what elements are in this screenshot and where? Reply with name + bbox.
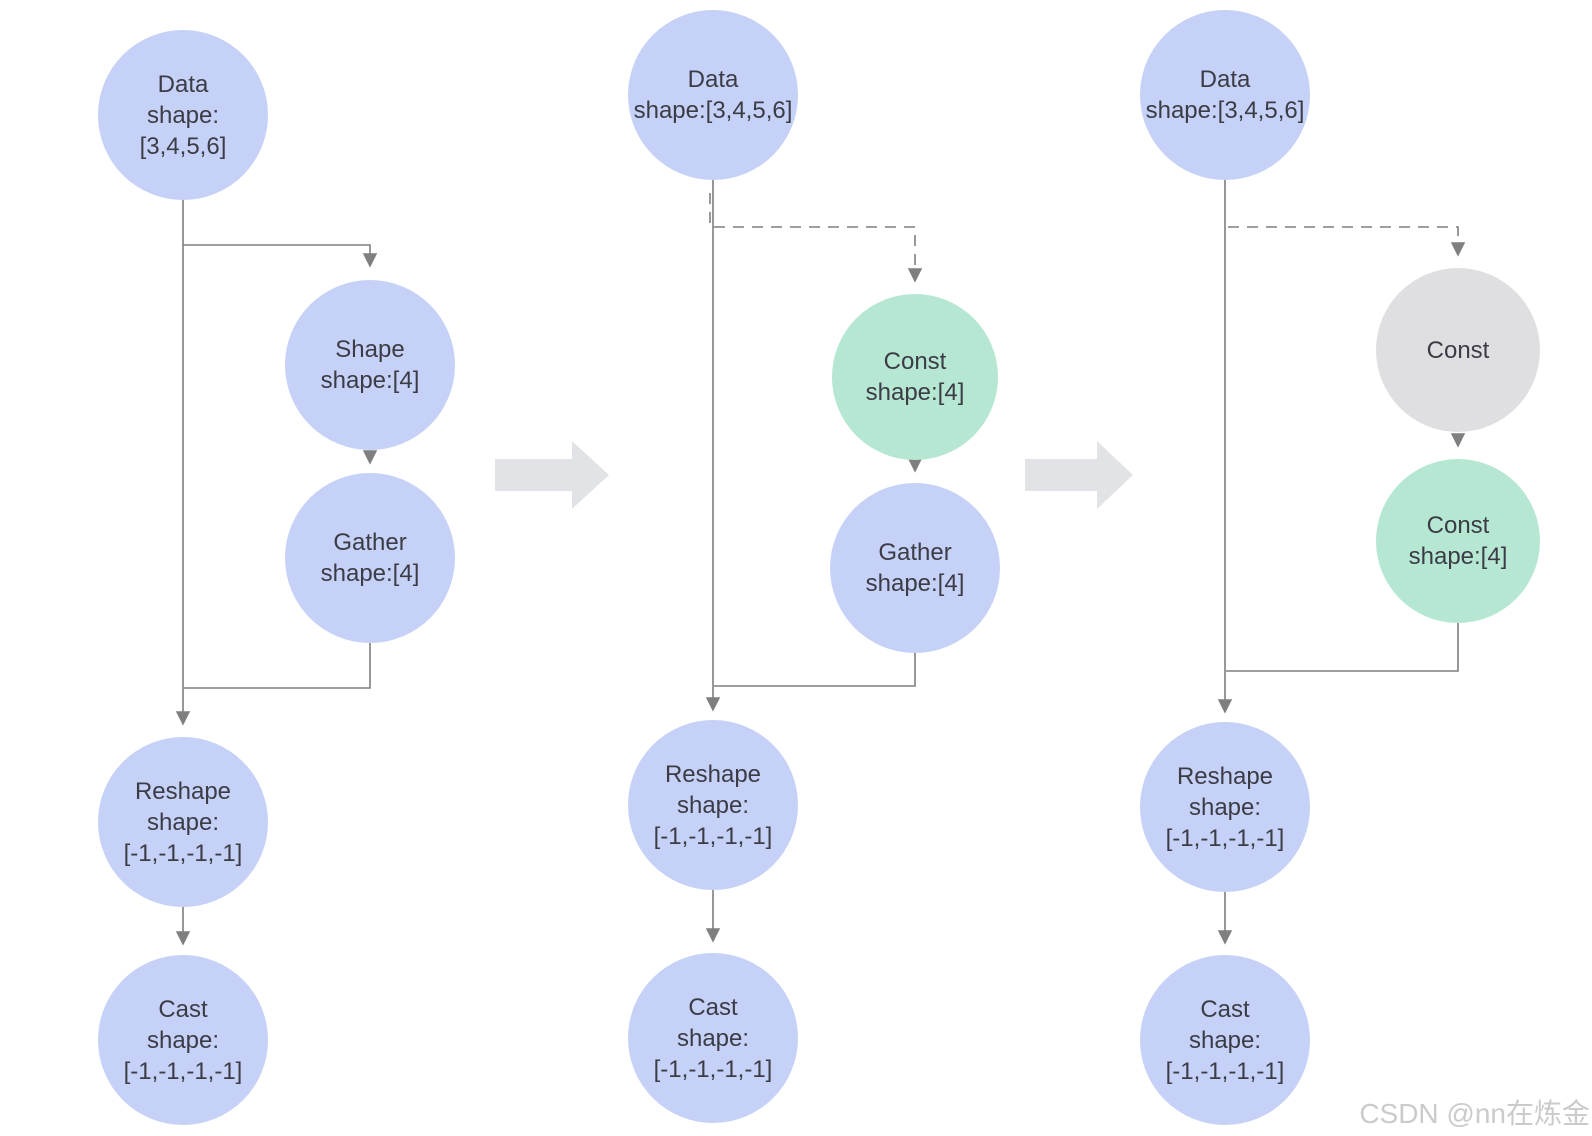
- edge-data-to-const-dashed: [1228, 226, 1466, 257]
- node-label-line: Const: [883, 348, 947, 375]
- node-label-line: [-1,-1,-1,-1]: [1165, 1057, 1285, 1085]
- node-label-line: shape:[4]: [865, 570, 965, 597]
- node-label-line: [-1,-1,-1,-1]: [123, 1057, 243, 1085]
- node-gather: Gather shape:[4]: [285, 473, 455, 643]
- node-label-line: Reshape: [1176, 762, 1274, 790]
- node-reshape: Reshape shape: [-1,-1,-1,-1]: [98, 737, 268, 907]
- node-label-line: shape:: [146, 1026, 220, 1054]
- node-const-green: Const shape:[4]: [1376, 459, 1540, 623]
- node-cast: Cast shape: [-1,-1,-1,-1]: [628, 953, 798, 1123]
- transform-arrow-icon: [495, 441, 609, 509]
- node-label-line: Gather: [333, 529, 407, 556]
- node-label-line: Data: [1199, 66, 1251, 93]
- node-reshape: Reshape shape: [-1,-1,-1,-1]: [1140, 722, 1310, 892]
- node-label-line: Cast: [1200, 995, 1250, 1023]
- node-label-line: [3,4,5,6]: [139, 132, 227, 160]
- edge-gather-to-merge: [184, 643, 371, 689]
- watermark: CSDN @nn在炼金: [1359, 1098, 1590, 1129]
- node-label-line: [-1,-1,-1,-1]: [653, 1055, 773, 1083]
- node-cast: Cast shape: [-1,-1,-1,-1]: [1140, 955, 1310, 1125]
- node-label-line: shape:: [1188, 793, 1262, 821]
- node-label-line: Data: [157, 70, 209, 98]
- node-shape: Shape shape:[4]: [285, 280, 455, 450]
- node-data: Data shape:[3,4,5,6]: [628, 10, 798, 180]
- edge-data-to-shape: [183, 244, 378, 268]
- node-label-line: shape:: [676, 791, 750, 819]
- node-label-line: Data: [687, 66, 739, 93]
- node-label-line: shape:[3,4,5,6]: [633, 97, 793, 124]
- node-label-line: shape:[4]: [1408, 543, 1508, 570]
- edge-const-to-merge: [1226, 623, 1459, 672]
- node-label-line: shape:: [676, 1024, 750, 1052]
- node-data: Data shape: [3,4,5,6]: [98, 30, 268, 200]
- node-label-line: shape:[4]: [865, 379, 965, 406]
- edge-data-to-const-dashed: [709, 193, 923, 283]
- node-label-line: Const: [1426, 336, 1490, 364]
- node-gather: Gather shape:[4]: [830, 483, 1000, 653]
- node-label-line: Cast: [158, 995, 208, 1023]
- node-label-line: Cast: [688, 993, 738, 1021]
- node-label-line: shape:[4]: [320, 367, 420, 394]
- node-label-line: Reshape: [664, 760, 762, 788]
- node-label-line: shape:[4]: [320, 560, 420, 587]
- node-cast: Cast shape: [-1,-1,-1,-1]: [98, 955, 268, 1125]
- node-label-line: Const: [1426, 512, 1490, 539]
- node-label-line: shape:[3,4,5,6]: [1145, 97, 1305, 124]
- node-data: Data shape:[3,4,5,6]: [1140, 10, 1310, 180]
- node-label-line: shape:: [146, 101, 220, 129]
- edge-gather-to-merge: [714, 652, 916, 687]
- node-reshape: Reshape shape: [-1,-1,-1,-1]: [628, 720, 798, 890]
- node-label-line: shape:: [146, 808, 220, 836]
- transform-arrow-icon: [1025, 441, 1133, 509]
- node-label-line: Gather: [878, 539, 952, 566]
- node-label-line: [-1,-1,-1,-1]: [1165, 824, 1285, 852]
- node-label-line: Reshape: [134, 777, 232, 805]
- node-label-line: shape:: [1188, 1026, 1262, 1054]
- node-const: Const shape:[4]: [832, 294, 998, 460]
- node-label-line: Shape: [335, 336, 405, 363]
- node-label-line: [-1,-1,-1,-1]: [653, 822, 773, 850]
- node-const-gray: Const: [1376, 268, 1540, 432]
- node-label-line: [-1,-1,-1,-1]: [123, 839, 243, 867]
